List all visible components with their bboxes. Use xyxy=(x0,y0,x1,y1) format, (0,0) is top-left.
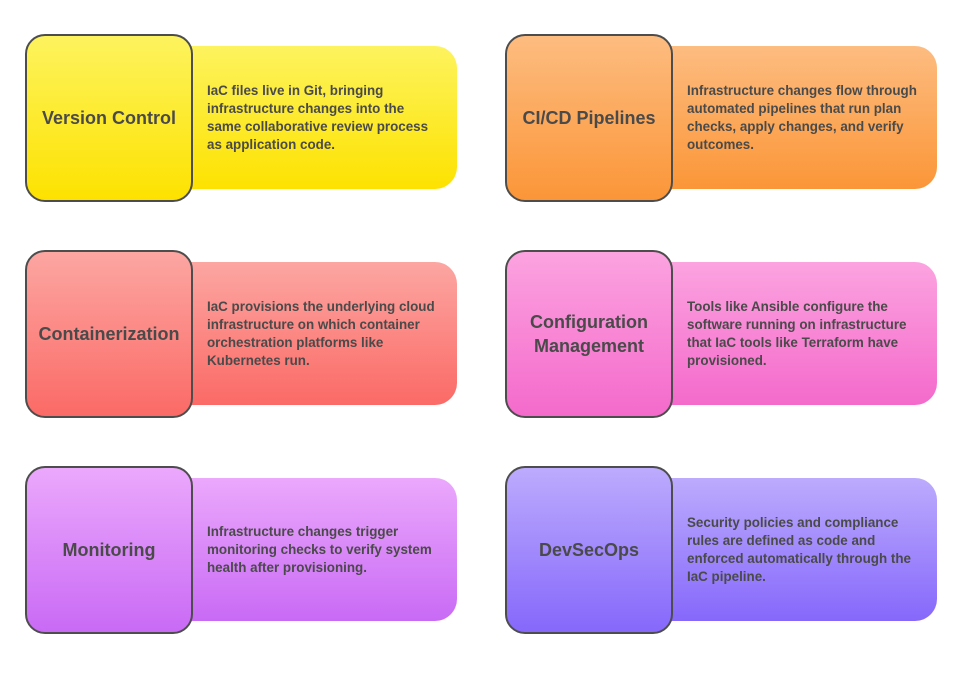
item-title: Monitoring xyxy=(62,540,156,560)
item-containerization: Containerization IaC provisions the unde… xyxy=(25,250,457,418)
description-card: Infrastructure changes trigger monitorin… xyxy=(191,478,457,621)
title-box: DevSecOps xyxy=(505,466,673,634)
item-description: Tools like Ansible configure the softwar… xyxy=(687,298,907,368)
item-version-control: Version Control IaC files live in Git, b… xyxy=(25,34,457,202)
description-card: Tools like Ansible configure the softwar… xyxy=(671,262,937,405)
item-description: IaC provisions the underlying cloud infr… xyxy=(207,298,435,368)
item-description: Security policies and compliance rules a… xyxy=(687,514,911,584)
item-title: Version Control xyxy=(41,108,176,128)
item-configuration-management: Configuration Management Tools like Ansi… xyxy=(505,250,937,418)
item-title: DevSecOps xyxy=(538,540,640,560)
item-title: Configuration Management xyxy=(530,312,648,356)
description-card: Security policies and compliance rules a… xyxy=(671,478,937,621)
title-box: Containerization xyxy=(25,250,193,418)
title-box: Configuration Management xyxy=(505,250,673,418)
item-devsecops: DevSecOps Security policies and complian… xyxy=(505,466,937,634)
title-box: Monitoring xyxy=(25,466,193,634)
description-card: Infrastructure changes flow through auto… xyxy=(671,46,937,189)
item-description: IaC files live in Git, bringing infrastr… xyxy=(207,82,429,152)
item-description: Infrastructure changes flow through auto… xyxy=(687,82,917,152)
item-monitoring: Monitoring Infrastructure changes trigge… xyxy=(25,466,457,634)
description-card: IaC provisions the underlying cloud infr… xyxy=(191,262,457,405)
description-card: IaC files live in Git, bringing infrastr… xyxy=(191,46,457,189)
item-description: Infrastructure changes trigger monitorin… xyxy=(207,523,432,575)
item-title: CI/CD Pipelines xyxy=(522,108,656,128)
title-box: CI/CD Pipelines xyxy=(505,34,673,202)
title-box: Version Control xyxy=(25,34,193,202)
item-ci-cd-pipelines: CI/CD Pipelines Infrastructure changes f… xyxy=(505,34,937,202)
item-title: Containerization xyxy=(38,324,180,344)
